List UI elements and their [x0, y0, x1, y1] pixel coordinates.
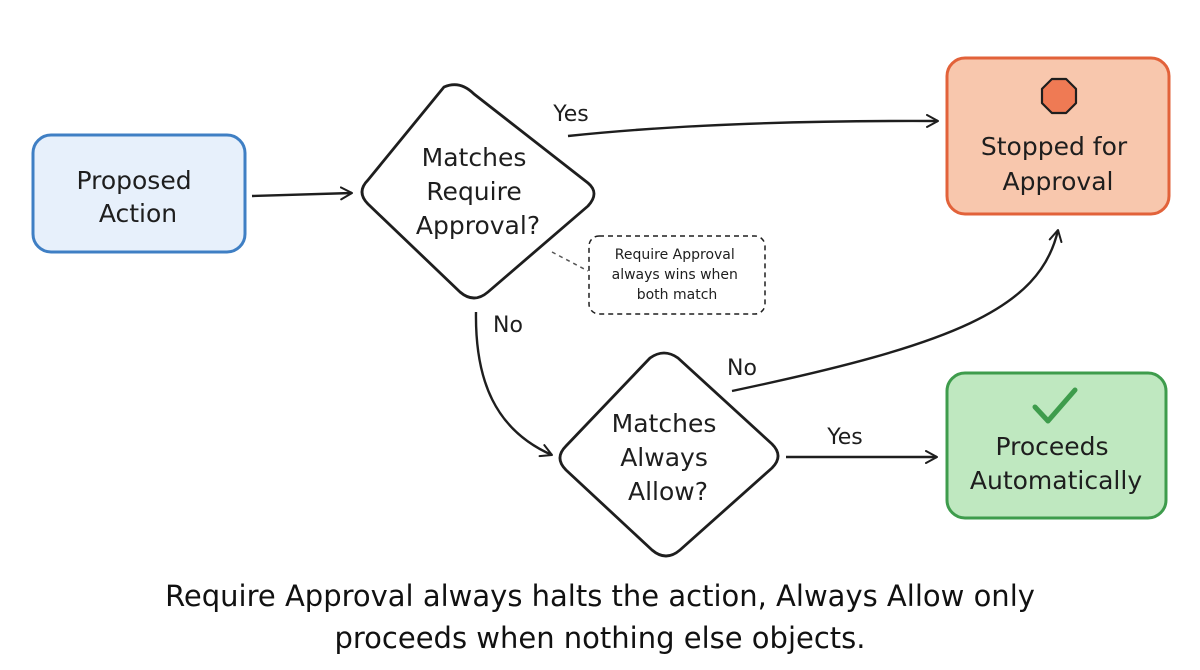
- edge-label-allow-yes: Yes: [826, 425, 863, 450]
- decision-always-allow: Matches Always Allow?: [558, 351, 780, 558]
- note-require-wins: Require Approval always wins when both m…: [588, 235, 766, 315]
- proceeds-node: Proceeds Automatically: [945, 371, 1168, 520]
- proceeds-box: [945, 371, 1168, 520]
- stopped-line-1: Stopped for: [981, 132, 1128, 161]
- stopped-box: [945, 56, 1171, 216]
- proposed-action-node: Proposed Action: [31, 133, 247, 254]
- proposed-action-line-1: Proposed: [76, 166, 191, 195]
- note-text: Require Approval always wins when both m…: [612, 247, 743, 303]
- edge-allow-no: [731, 229, 1063, 393]
- decision-allow-label: Matches Always Allow?: [612, 409, 725, 506]
- decision-require-line-3: Approval?: [416, 211, 540, 240]
- check-icon: [1032, 387, 1078, 424]
- caption-line-2: proceeds when nothing else objects.: [334, 621, 866, 655]
- decision-require-line-2: Require: [426, 177, 521, 206]
- stopped-line-2: Approval: [1003, 167, 1114, 196]
- edge-require-yes: [567, 113, 939, 138]
- proposed-action-label: Proposed Action: [76, 166, 199, 228]
- caption-line-1: Require Approval always halts the action…: [165, 579, 1035, 613]
- stopped-node: Stopped for Approval: [945, 56, 1171, 216]
- diagram-caption: Require Approval always halts the action…: [0, 575, 1200, 659]
- edge-label-require-yes: Yes: [552, 102, 589, 127]
- decision-require-line-1: Matches: [422, 143, 527, 172]
- note-connector: [551, 251, 589, 272]
- stop-octagon-icon: [1040, 77, 1078, 115]
- proceeds-line-2: Automatically: [970, 466, 1142, 495]
- decision-allow-line-2: Always: [620, 443, 708, 472]
- proceeds-line-1: Proceeds: [995, 432, 1108, 461]
- decision-allow-line-1: Matches: [612, 409, 717, 438]
- decision-require-diamond: [360, 83, 596, 300]
- decision-require-approval: Matches Require Approval?: [360, 83, 596, 300]
- decision-allow-diamond: [558, 351, 780, 558]
- proposed-action-line-2: Action: [99, 199, 177, 228]
- decision-allow-line-3: Allow?: [628, 477, 708, 506]
- note-line-3: both match: [637, 287, 718, 303]
- stopped-label: Stopped for Approval: [981, 132, 1135, 196]
- edge-label-allow-no: No: [727, 356, 757, 381]
- edge-label-require-no: No: [493, 313, 523, 338]
- note-line-2: always wins when: [612, 267, 738, 283]
- edge-require-no: [474, 311, 553, 458]
- note-line-1: Require Approval: [615, 247, 735, 263]
- decision-require-label: Matches Require Approval?: [416, 143, 540, 240]
- edge-proposed-to-require: [251, 186, 353, 201]
- note-box: [588, 235, 766, 315]
- proposed-action-box: [31, 133, 247, 254]
- proceeds-label: Proceeds Automatically: [970, 432, 1142, 495]
